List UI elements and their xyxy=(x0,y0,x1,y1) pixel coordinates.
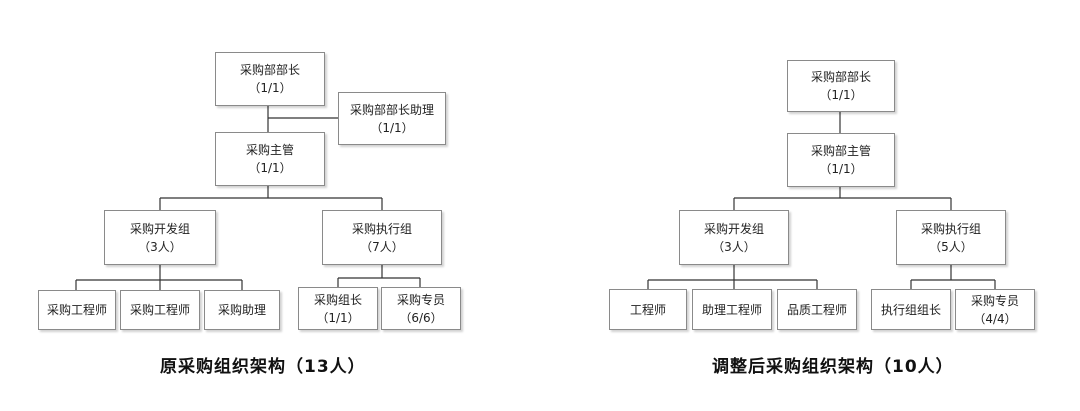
node-dev-group: 采购开发组 （3人） xyxy=(679,210,789,265)
node-count: （1/1） xyxy=(819,162,863,176)
node-title: 采购部部长助理 xyxy=(349,102,434,117)
node-count: （3人） xyxy=(138,239,182,254)
node-title: 采购开发组 xyxy=(129,221,190,236)
node-count: （1/1） xyxy=(248,161,292,175)
node-dev-member: 工程师 xyxy=(609,289,687,330)
node-title: 采购组长 xyxy=(313,292,362,307)
node-dev-member: 助理工程师 xyxy=(692,289,772,330)
node-dev-member: 采购助理 xyxy=(204,290,280,330)
node-exec-group: 采购执行组 （5人） xyxy=(896,210,1006,265)
node-dev-member: 采购工程师 xyxy=(120,290,200,330)
node-exec-member: 采购专员 （4/4） xyxy=(955,289,1035,330)
node-exec-member: 采购组长 （1/1） xyxy=(298,287,378,330)
node-dev-member: 采购工程师 xyxy=(38,290,116,330)
node-title: 采购专员 xyxy=(396,292,445,307)
node-exec-group: 采购执行组 （7人） xyxy=(322,210,442,265)
node-title: 采购执行组 xyxy=(351,221,412,236)
node-count: （3人） xyxy=(712,239,756,254)
node-exec-member: 采购专员 （6/6） xyxy=(381,287,461,330)
node-exec-member: 执行组组长 xyxy=(871,289,951,330)
node-dept-head: 采购部部长 （1/1） xyxy=(787,60,895,112)
node-title: 工程师 xyxy=(629,302,666,317)
node-title: 执行组组长 xyxy=(880,302,941,317)
node-title: 采购工程师 xyxy=(129,303,190,317)
node-dept-head-assistant: 采购部部长助理 （1/1） xyxy=(338,92,446,145)
node-title: 采购部部长 xyxy=(810,70,871,84)
node-supervisor: 采购主管 （1/1） xyxy=(215,132,325,186)
node-count: （6/6） xyxy=(399,310,443,325)
node-title: 采购专员 xyxy=(970,293,1019,308)
node-title: 采购部主管 xyxy=(810,144,871,158)
node-dev-group: 采购开发组 （3人） xyxy=(104,210,216,265)
left-caption: 原采购组织架构（13人） xyxy=(160,357,366,377)
node-count: （1/1） xyxy=(248,81,292,95)
node-count: （1/1） xyxy=(370,120,414,135)
node-count: （1/1） xyxy=(316,310,360,325)
node-dept-head: 采购部部长 （1/1） xyxy=(215,52,325,106)
node-count: （7人） xyxy=(360,239,404,254)
right-caption: 调整后采购组织架构（10人） xyxy=(712,357,954,377)
node-dev-member: 品质工程师 xyxy=(777,289,857,330)
node-title: 助理工程师 xyxy=(701,302,762,317)
node-count: （1/1） xyxy=(819,88,863,102)
node-title: 采购执行组 xyxy=(920,221,981,236)
node-title: 采购部部长 xyxy=(239,63,300,77)
node-title: 采购助理 xyxy=(217,303,266,317)
node-title: 品质工程师 xyxy=(786,302,847,317)
node-count: （4/4） xyxy=(973,311,1017,326)
node-title: 采购开发组 xyxy=(703,221,764,236)
node-count: （5人） xyxy=(929,239,973,254)
node-title: 采购主管 xyxy=(245,143,294,157)
node-title: 采购工程师 xyxy=(46,303,107,317)
node-supervisor: 采购部主管 （1/1） xyxy=(787,133,895,187)
